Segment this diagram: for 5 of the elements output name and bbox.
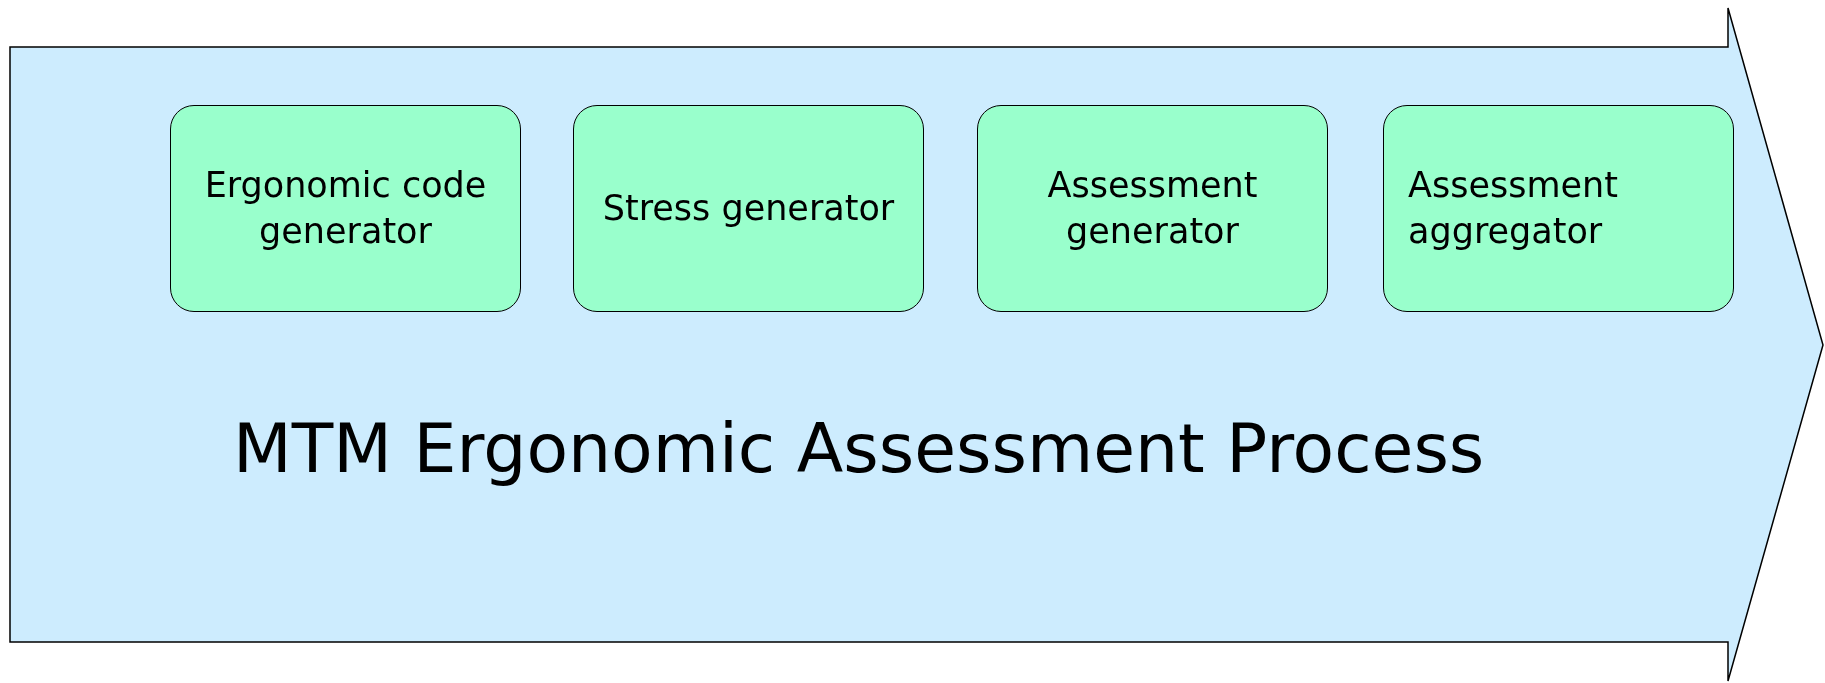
process-box: Stress generator <box>573 105 924 312</box>
process-box: Ergonomic code generator <box>170 105 521 312</box>
process-box: Assessment generator <box>977 105 1328 312</box>
process-title: MTM Ergonomic Assessment Process <box>233 409 1485 488</box>
process-box: Assessment aggregator <box>1383 105 1734 312</box>
